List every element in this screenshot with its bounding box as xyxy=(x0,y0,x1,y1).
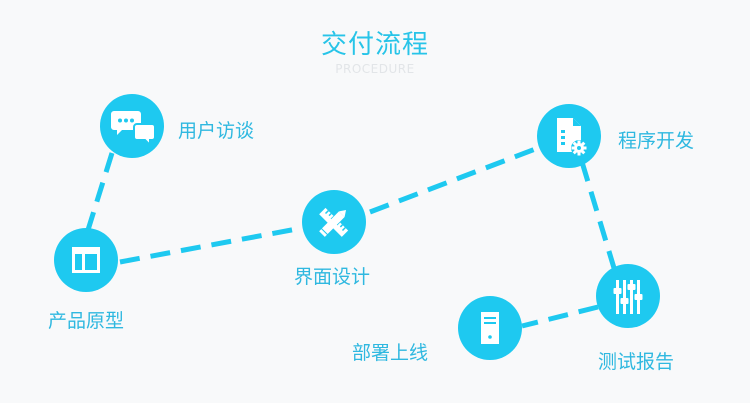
step-testing-label: 测试报告 xyxy=(598,351,675,373)
document-gear-icon xyxy=(557,118,587,156)
connector-development-testing xyxy=(579,161,617,269)
step-deployment-label: 部署上线 xyxy=(352,342,429,364)
step-deployment-node[interactable] xyxy=(458,296,522,360)
connector-interview-prototype xyxy=(85,152,115,231)
ruler-pencil-icon xyxy=(319,207,349,237)
step-development-node[interactable] xyxy=(537,104,601,168)
connector-design-development xyxy=(369,145,539,215)
server-icon xyxy=(481,312,499,344)
step-ui-design-label: 界面设计 xyxy=(294,266,371,288)
step-interview-node[interactable] xyxy=(100,94,164,158)
connector-prototype-design xyxy=(119,225,303,265)
layout-icon xyxy=(72,247,100,273)
step-prototype-node[interactable] xyxy=(54,228,118,292)
sliders-icon xyxy=(613,280,643,314)
connector-testing-deployment xyxy=(521,304,599,329)
step-prototype-label: 产品原型 xyxy=(48,310,125,332)
page-title: 交付流程 xyxy=(320,30,429,60)
page-subtitle: PROCEDURE xyxy=(335,62,415,76)
step-development-label: 程序开发 xyxy=(618,130,695,152)
step-testing-node[interactable] xyxy=(596,264,660,328)
step-interview-label: 用户访谈 xyxy=(178,120,255,142)
chat-bubbles-icon xyxy=(111,111,156,148)
step-ui-design-node[interactable] xyxy=(302,190,366,254)
